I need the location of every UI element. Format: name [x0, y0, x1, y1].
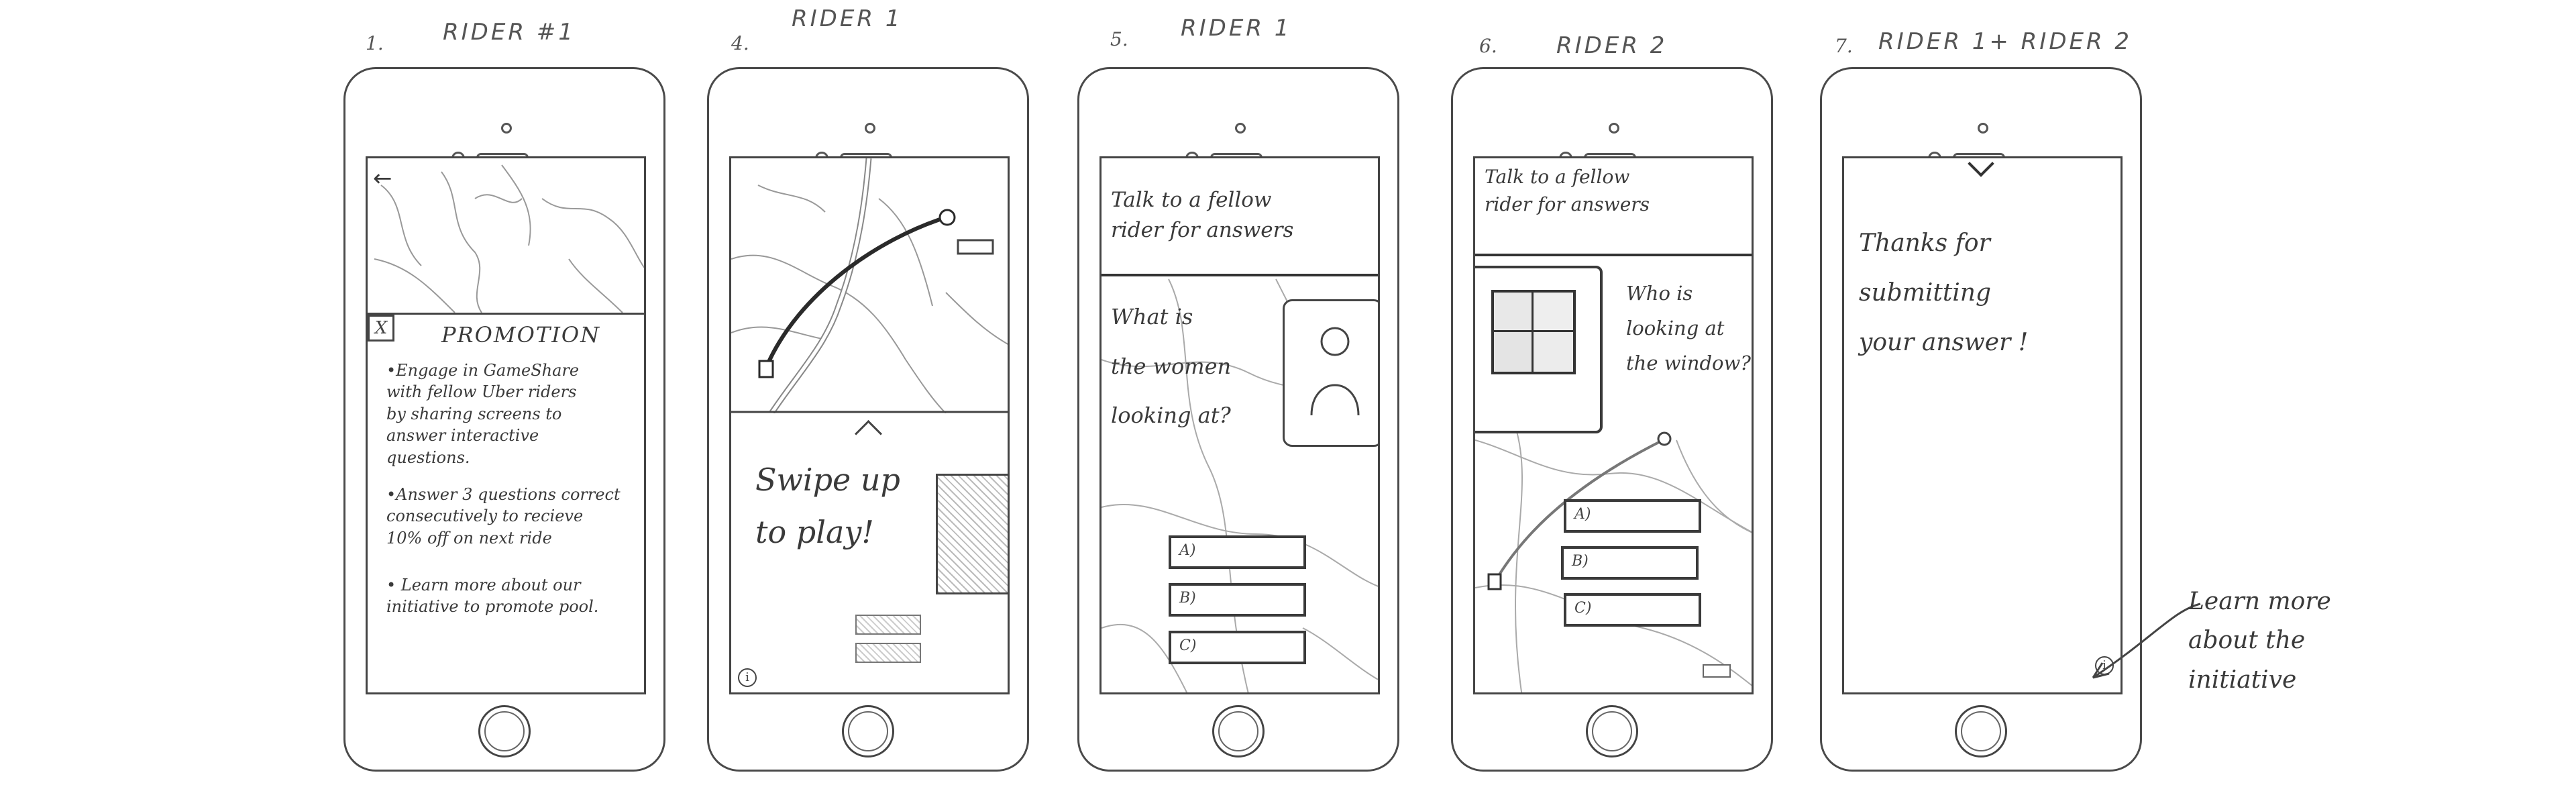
- promo-bullet-1: •Engage in GameShare with fellow Uber ri…: [386, 361, 580, 467]
- sketch-7-header: RIDER 1+ RIDER 2: [1878, 28, 2133, 55]
- collapse-chevron-icon[interactable]: [1968, 158, 1994, 177]
- phone-7-screen: Thanks for submitting your answer ! i: [1842, 156, 2123, 694]
- home-button[interactable]: [1586, 705, 1638, 757]
- answer-b[interactable]: B): [1169, 583, 1306, 617]
- sensor-icon: [1609, 123, 1619, 134]
- question-text: Who is looking at the window?: [1626, 282, 1751, 375]
- map-background: [1475, 185, 1752, 692]
- phone-1-screen: ← X PROMOTION •Engage in GameShare with …: [366, 156, 646, 694]
- annotation-arrow: [2092, 603, 2201, 679]
- thanks-text: Thanks for submitting your answer !: [1859, 229, 2029, 356]
- phone-5-screen: Talk to a fellow rider for answers What …: [1099, 156, 1380, 694]
- banner-divider: [1475, 254, 1752, 256]
- banner-divider: [1102, 274, 1378, 276]
- phone-6-screen: Talk to a fellow rider for answers Who i…: [1473, 156, 1754, 694]
- person-avatar-icon: [1310, 327, 1360, 416]
- close-button[interactable]: X: [368, 315, 394, 342]
- sketch-1-number: 1.: [366, 32, 384, 54]
- promo-bullet-2: •Answer 3 questions correct consecutivel…: [386, 485, 621, 547]
- talk-banner: [1475, 158, 1752, 254]
- phone-4-screen: Swipe up to play! i: [729, 156, 1010, 694]
- sketch-6-number: 6.: [1479, 35, 1497, 57]
- map-background: [374, 164, 644, 313]
- option-placeholder-2: [855, 643, 921, 663]
- sketch-1-header: RIDER #1: [443, 19, 576, 46]
- promo-title: PROMOTION: [441, 322, 601, 348]
- sensor-icon: [501, 123, 512, 134]
- sketch-4-number: 4.: [731, 32, 749, 54]
- sketch-6-header: RIDER 2: [1556, 32, 1668, 59]
- answer-a[interactable]: A): [1169, 535, 1306, 569]
- answer-a[interactable]: A): [1564, 499, 1701, 533]
- option-placeholder-1: [855, 615, 921, 635]
- shared-photo-frame: [1283, 299, 1378, 447]
- photo-grid: [1491, 290, 1576, 374]
- sketch-5-number: 5.: [1110, 28, 1128, 50]
- home-button[interactable]: [842, 705, 894, 757]
- annotation-text: Learn more about the initiative: [2188, 588, 2331, 694]
- talk-banner-text: Talk to a fellow rider for answers: [1111, 188, 1294, 242]
- sensor-icon: [1978, 123, 1988, 134]
- sensor-icon: [1235, 123, 1246, 134]
- phone-4: Swipe up to play! i: [707, 67, 1029, 772]
- home-button[interactable]: [1955, 705, 2007, 757]
- talk-banner: [1102, 158, 1378, 274]
- answer-c[interactable]: C): [1169, 631, 1306, 664]
- back-arrow-icon[interactable]: ←: [373, 165, 392, 192]
- phone-1: ← X PROMOTION •Engage in GameShare with …: [343, 67, 665, 772]
- home-button[interactable]: [478, 705, 531, 757]
- promo-bullet-3[interactable]: • Learn more about our initiative to pro…: [386, 576, 599, 617]
- phone-5: Talk to a fellow rider for answers What …: [1077, 67, 1399, 772]
- sketch-7-number: 7.: [1835, 35, 1853, 57]
- info-icon[interactable]: i: [738, 668, 757, 687]
- sensor-icon: [865, 123, 875, 134]
- answer-c[interactable]: C): [1564, 593, 1701, 627]
- talk-banner-text: Talk to a fellow rider for answers: [1485, 166, 1650, 215]
- phone-6: Talk to a fellow rider for answers Who i…: [1451, 67, 1773, 772]
- swipe-up-text: Swipe up to play!: [755, 462, 900, 551]
- phone-7: Thanks for submitting your answer ! i: [1820, 67, 2142, 772]
- home-button[interactable]: [1212, 705, 1265, 757]
- route-map: [731, 158, 1008, 413]
- sketch-5-header: RIDER 1: [1181, 15, 1292, 42]
- answer-b[interactable]: B): [1561, 546, 1699, 580]
- swipe-up-chevron-icon[interactable]: [854, 419, 883, 448]
- promo-divider: [368, 313, 644, 315]
- question-text: What is the women looking at?: [1111, 304, 1232, 429]
- preview-placeholder: [936, 474, 1008, 594]
- sketch-4-header: RIDER 1: [792, 5, 903, 32]
